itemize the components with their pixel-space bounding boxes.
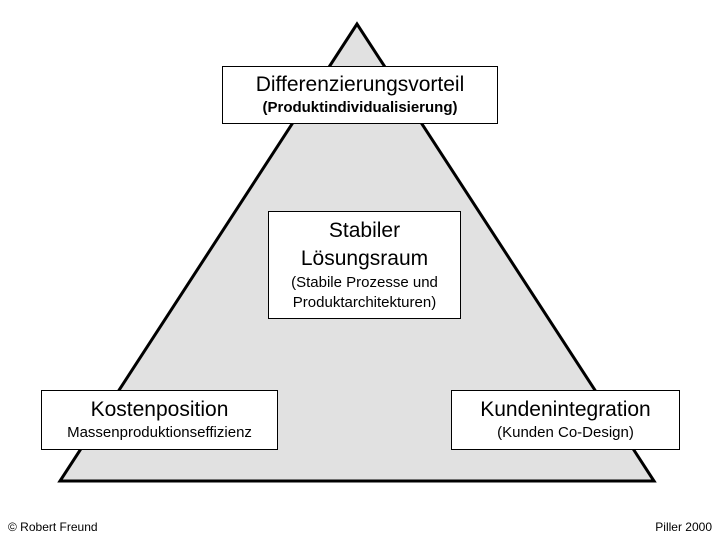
differentiation-subtitle: (Produktindividualisierung) bbox=[262, 99, 458, 116]
customer-integration-subtitle: (Kunden Co-Design) bbox=[497, 424, 634, 441]
differentiation-title: Differenzierungsvorteil bbox=[255, 73, 465, 96]
solution-space-box: Stabiler Lösungsraum (Stabile Prozesse u… bbox=[268, 211, 461, 319]
cost-position-subtitle: Massenproduktionseffizienz bbox=[67, 424, 252, 441]
customer-integration-title: Kundenintegration bbox=[480, 398, 651, 421]
solution-space-subtitle-line2: Produktarchitekturen) bbox=[292, 294, 437, 311]
solution-space-title-line1: Stabiler bbox=[328, 219, 401, 242]
cost-position-title: Kostenposition bbox=[90, 398, 229, 421]
cost-position-box: Kostenposition Massenproduktionseffizien… bbox=[41, 390, 278, 450]
solution-space-title-line2: Lösungsraum bbox=[300, 247, 429, 270]
source-credit-text: Piller 2000 bbox=[655, 520, 712, 534]
copyright-text: © Robert Freund bbox=[8, 520, 98, 534]
solution-space-subtitle-line1: (Stabile Prozesse und bbox=[291, 274, 438, 291]
customer-integration-box: Kundenintegration (Kunden Co-Design) bbox=[451, 390, 680, 450]
differentiation-box: Differenzierungsvorteil (Produktindividu… bbox=[222, 66, 498, 124]
